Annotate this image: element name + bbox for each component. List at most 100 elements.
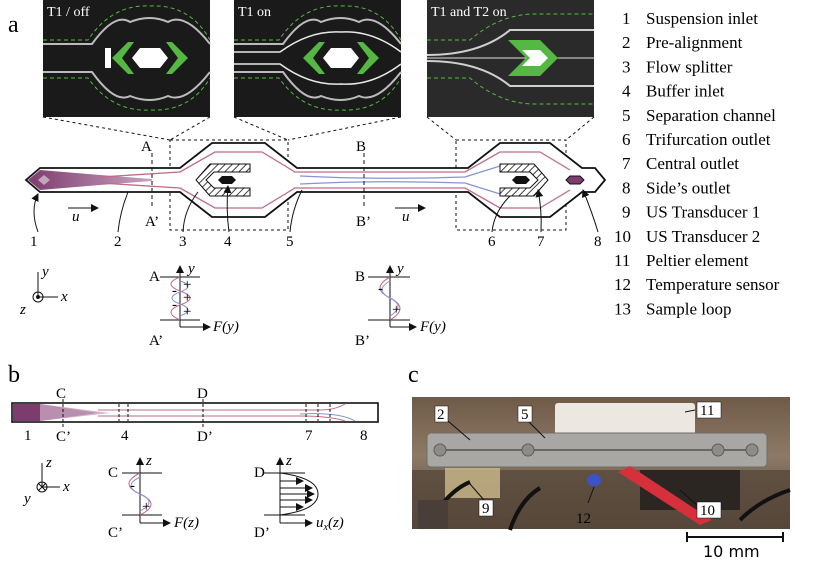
legend: 1 Suspension inlet 2 Pre-alignment 3 Flow spl… bbox=[614, 9, 780, 318]
axis-label-z: z bbox=[19, 302, 26, 318]
profile-c-sign-2: + bbox=[142, 499, 150, 515]
photo-label-12: 12 bbox=[576, 511, 591, 527]
legend-text-9: US Transducer 1 bbox=[646, 203, 760, 222]
micrograph-2: T1 on bbox=[234, 0, 402, 117]
chip-b-number-1: 1 bbox=[24, 428, 32, 444]
cut-label-B: B bbox=[356, 139, 366, 155]
legend-number-8: 8 bbox=[622, 178, 631, 197]
velocity-sub: x bbox=[323, 522, 329, 533]
axis-label-x: x bbox=[60, 289, 68, 305]
legend-number-2: 2 bbox=[622, 33, 631, 52]
legend-text-12: Temperature sensor bbox=[646, 275, 780, 294]
axis-label-y: y bbox=[40, 264, 49, 280]
photo-label-9: 9 bbox=[482, 501, 490, 517]
flow-label-1: u bbox=[72, 209, 80, 225]
profile-a-sign-2: - bbox=[172, 283, 177, 299]
cut-label-C: C bbox=[56, 386, 66, 402]
cut-label-C-prime: C’ bbox=[56, 429, 71, 445]
scale-bar-label: 10 mm bbox=[703, 542, 760, 561]
axis-b-z: z bbox=[45, 455, 52, 471]
part-number-5: 5 bbox=[286, 234, 294, 250]
profile-d bbox=[264, 457, 319, 527]
cut-label-A-prime: A’ bbox=[145, 214, 159, 230]
profile-b-bottom: B’ bbox=[355, 333, 370, 349]
profile-d-velocity: ux(z) bbox=[316, 515, 344, 533]
profile-c-force: F(z) bbox=[173, 515, 199, 531]
chip-a bbox=[24, 142, 607, 218]
legend-text-11: Peltier element bbox=[646, 251, 749, 270]
profile-b-sign-1: - bbox=[378, 281, 383, 297]
legend-number-11: 11 bbox=[614, 251, 630, 270]
legend-number-3: 3 bbox=[622, 57, 631, 76]
micrograph-2-caption: T1 on bbox=[238, 5, 271, 20]
part-number-3: 3 bbox=[179, 234, 187, 250]
micrograph-1: T1 / off bbox=[43, 0, 211, 117]
scale-bar bbox=[686, 532, 784, 542]
legend-number-12: 12 bbox=[614, 275, 631, 294]
panel-letter-c: c bbox=[408, 362, 419, 388]
legend-number-5: 5 bbox=[622, 106, 631, 125]
profile-c-bottom: C’ bbox=[108, 525, 123, 541]
cut-label-D: D bbox=[197, 386, 208, 402]
chip-b-number-7: 7 bbox=[305, 428, 313, 444]
chip-b-number-8: 8 bbox=[360, 428, 368, 444]
legend-text-8: Side’s outlet bbox=[646, 178, 731, 197]
profile-c-top: C bbox=[108, 465, 118, 481]
legend-number-13: 13 bbox=[614, 299, 631, 318]
legend-text-7: Central outlet bbox=[646, 154, 739, 173]
part-number-8: 8 bbox=[594, 234, 602, 250]
legend-text-5: Separation channel bbox=[646, 106, 776, 125]
profile-d-axis: z bbox=[285, 453, 292, 469]
profile-a-sign-5: + bbox=[183, 304, 191, 320]
panel-letter-a: a bbox=[8, 12, 19, 38]
legend-number-6: 6 bbox=[622, 130, 631, 149]
legend-number-1: 1 bbox=[622, 9, 631, 28]
profile-a-sign-4: - bbox=[172, 297, 177, 313]
device-photo bbox=[412, 397, 791, 531]
cut-label-D-prime: D’ bbox=[197, 429, 213, 445]
profile-c-sign-1: - bbox=[130, 478, 135, 494]
legend-number-7: 7 bbox=[622, 154, 631, 173]
profile-b-force: F(y) bbox=[419, 319, 446, 335]
panel-letter-b: b bbox=[8, 362, 20, 388]
legend-number-4: 4 bbox=[622, 82, 631, 101]
legend-text-4: Buffer inlet bbox=[646, 82, 725, 101]
velocity-tail: (z) bbox=[328, 515, 344, 531]
legend-text-6: Trifurcation outlet bbox=[646, 130, 771, 149]
part-leaders bbox=[31, 185, 599, 233]
photo-label-11: 11 bbox=[700, 403, 714, 419]
photo-label-10: 10 bbox=[700, 503, 715, 519]
chip-b-number-4: 4 bbox=[121, 428, 129, 444]
flow-label-2: u bbox=[402, 209, 410, 225]
profile-c-axis: z bbox=[145, 453, 152, 469]
profile-a-bottom: A’ bbox=[149, 333, 163, 349]
legend-text-10: US Transducer 2 bbox=[646, 227, 760, 246]
profile-d-bottom: D’ bbox=[254, 525, 270, 541]
micrograph-3-caption: T1 and T2 on bbox=[431, 5, 507, 20]
profile-a-sign-3: + bbox=[183, 290, 191, 306]
legend-text-1: Suspension inlet bbox=[646, 9, 758, 28]
legend-text-2: Pre-alignment bbox=[646, 33, 743, 52]
profile-d-top: D bbox=[254, 465, 265, 481]
profile-c bbox=[122, 457, 171, 527]
axes-a bbox=[32, 272, 58, 303]
part-number-1: 1 bbox=[30, 234, 38, 250]
part-number-4: 4 bbox=[224, 234, 232, 250]
profile-b-sign-2: + bbox=[392, 302, 400, 318]
micrograph-1-caption: T1 / off bbox=[47, 5, 90, 20]
micrograph-3: T1 and T2 on bbox=[426, 0, 594, 117]
legend-text-13: Sample loop bbox=[646, 299, 731, 318]
legend-text-3: Flow splitter bbox=[646, 57, 733, 76]
axis-b-y: y bbox=[22, 491, 31, 507]
profile-b-top: B bbox=[355, 269, 365, 285]
cut-label-B-prime: B’ bbox=[356, 214, 371, 230]
axes-b bbox=[36, 463, 60, 493]
part-number-7: 7 bbox=[537, 234, 545, 250]
velocity-main: u bbox=[316, 515, 324, 531]
photo-leaders bbox=[447, 409, 698, 506]
axis-b-x: x bbox=[62, 479, 70, 495]
profile-a-sign-1: + bbox=[183, 277, 191, 293]
profile-a-axis: y bbox=[186, 261, 195, 277]
photo-label-2: 2 bbox=[437, 407, 445, 423]
